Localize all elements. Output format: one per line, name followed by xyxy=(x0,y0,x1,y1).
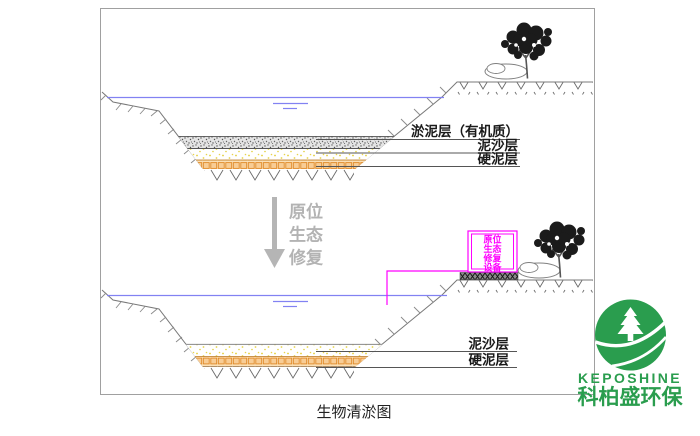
diagram-frame xyxy=(100,8,595,395)
equipment-callout: 原位 生态 修复 设备 xyxy=(386,230,518,305)
layer-callouts-after: 泥沙层 硬泥层 xyxy=(316,336,517,369)
tree-after xyxy=(517,220,586,279)
layer-callouts-before: 淤泥层（有机质） 泥沙层 硬泥层 xyxy=(316,123,520,168)
arrow-head-icon xyxy=(264,249,285,268)
equipment-box-inner xyxy=(471,233,514,270)
equipment-label-2: 生态 xyxy=(483,243,501,254)
label-sludge-layer: 淤泥层（有机质） xyxy=(411,123,519,139)
equipment-label-1: 原位 xyxy=(483,234,501,245)
process-arrow: 原位 生态 修复 xyxy=(264,197,324,268)
label-hard-layer: 硬泥层 xyxy=(478,151,519,167)
tree-before xyxy=(484,21,553,80)
arrow-label-3: 修复 xyxy=(288,248,324,268)
arrow-label-1: 原位 xyxy=(289,202,323,222)
label-hard-layer-after: 硬泥层 xyxy=(469,352,510,368)
equipment-platform xyxy=(459,272,519,280)
logo-text-zh: 科柏盛环保 xyxy=(578,385,684,409)
logo-leaf-swoosh-1 xyxy=(594,320,667,348)
logo-leaf-swoosh-2 xyxy=(611,336,668,368)
logo-text-en: KEPOSHINE xyxy=(578,370,682,386)
equipment-box xyxy=(467,230,518,273)
water-surface-before xyxy=(107,96,444,110)
layers-after xyxy=(158,343,446,367)
label-sand-layer: 泥沙层 xyxy=(478,137,519,153)
pine-tree-icon xyxy=(617,307,644,341)
diagram-caption: 生物清淤图 xyxy=(316,404,391,421)
arrow-label-2: 生态 xyxy=(289,225,323,245)
label-sand-layer-after: 泥沙层 xyxy=(469,336,510,352)
equipment-label-3: 修复 xyxy=(482,253,502,264)
equipment-label-4: 设备 xyxy=(483,262,502,273)
water-surface-after xyxy=(107,294,447,308)
company-logo: KEPOSHINE 科柏盛环保 xyxy=(578,299,684,409)
